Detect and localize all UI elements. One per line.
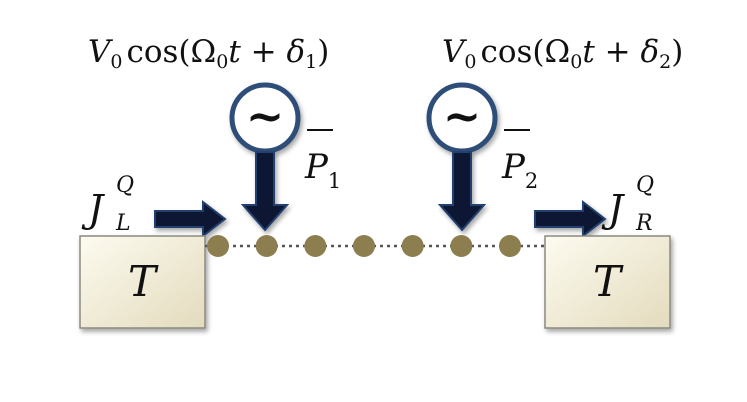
svg-text:P1: P1	[304, 147, 341, 193]
chain-site	[255, 235, 278, 257]
chain	[205, 235, 545, 257]
right-heat-current-label: J Q R	[601, 173, 654, 236]
power-1-label: P1	[304, 129, 341, 193]
ac-source-2: ~	[426, 82, 498, 154]
chain-site	[499, 235, 521, 257]
svg-text:P2: P2	[501, 147, 538, 193]
sine-wave-icon: ~	[246, 89, 285, 143]
svg-text:J: J	[81, 187, 105, 231]
sine-wave-icon: ~	[443, 89, 482, 143]
power-2-arrow-icon	[437, 151, 487, 232]
left-heat-current-label: J Q L	[81, 173, 134, 236]
left-bath-temperature: T	[128, 257, 159, 306]
chain-site	[450, 235, 473, 257]
power-2-label: P2	[501, 129, 538, 193]
ac-source-1: ~	[229, 82, 301, 154]
right-bath: T	[544, 235, 671, 329]
left-bath-box	[79, 235, 206, 329]
svg-text:R: R	[635, 211, 653, 236]
left-bath: T	[79, 235, 206, 329]
svg-text:J: J	[601, 187, 625, 231]
chain-site	[401, 235, 424, 257]
svg-text:Q: Q	[636, 173, 654, 198]
svg-text:L: L	[115, 211, 131, 236]
left-heat-current-arrow-icon	[154, 199, 227, 239]
chain-site	[353, 235, 375, 257]
right-bath-temperature: T	[593, 257, 624, 306]
svg-text:Q: Q	[116, 173, 134, 198]
right-bath-box	[544, 235, 671, 329]
chain-site	[304, 235, 327, 257]
chain-site	[207, 235, 229, 257]
right-heat-current-arrow-icon	[534, 199, 607, 239]
power-1-arrow-icon	[240, 151, 290, 232]
